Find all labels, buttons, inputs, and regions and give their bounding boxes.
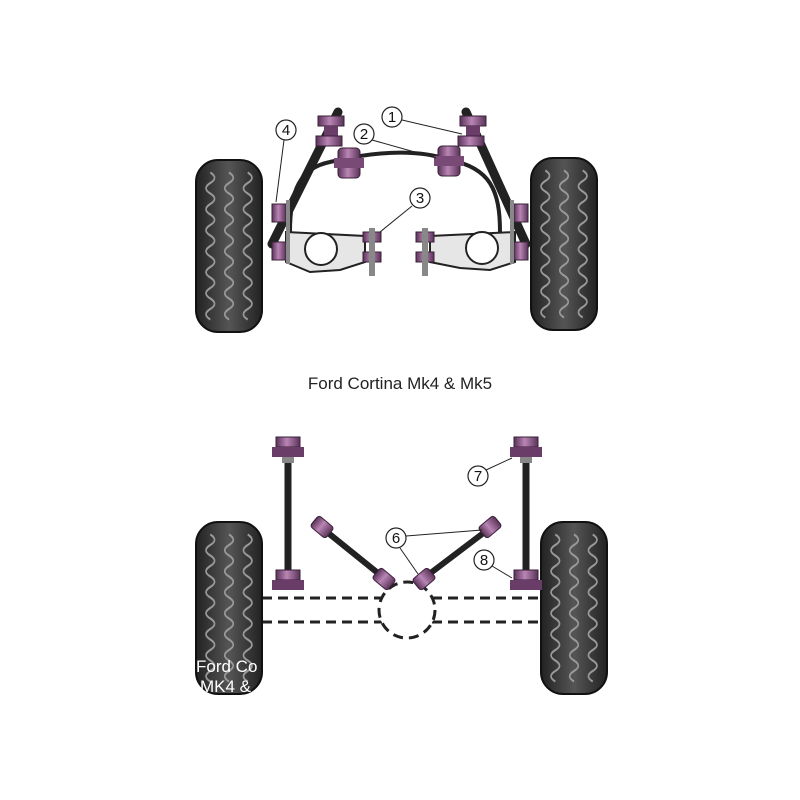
bush-4-left-strut-lower (271, 200, 290, 264)
bush-3-right-arm-inner (415, 228, 435, 276)
left-upper-link (320, 525, 386, 581)
bush-7-trailing-arm-front-right (510, 436, 542, 463)
watermark-line-1: Ford Co (196, 657, 257, 676)
left-lower-arm-eye (304, 232, 338, 266)
callout-3-label: 3 (416, 190, 424, 207)
callout-7-label: 7 (474, 468, 482, 485)
bush-6-upper-link-left-outer (310, 515, 334, 539)
right-upper-link (422, 525, 492, 581)
callout-6: 6 (385, 527, 483, 575)
bush-strut-top-left (315, 115, 345, 147)
callout-8-label: 8 (480, 552, 488, 569)
callout-3: 3 (379, 187, 431, 233)
callout-7: 7 (467, 457, 513, 487)
callout-8: 8 (473, 549, 513, 579)
bush-2-arb-right (434, 145, 464, 177)
rear-right-tyre (540, 521, 608, 695)
callout-4-label: 4 (282, 122, 290, 139)
watermark-line-2: MK4 & (200, 677, 252, 696)
bush-6-upper-link-right-inner (412, 567, 436, 591)
bush-trailing-arm-rear-left (272, 569, 304, 590)
callout-1-label: 1 (388, 109, 396, 126)
bush-right-strut-lower (510, 200, 529, 264)
callout-6-label: 6 (392, 530, 400, 547)
bush-6-upper-link-left-inner (372, 567, 396, 591)
bush-2-arb-left (334, 147, 364, 179)
bush-3-left-arm-inner (362, 228, 382, 276)
callout-2: 2 (353, 123, 437, 159)
front-left-tyre (195, 159, 263, 333)
front-right-tyre (530, 157, 598, 331)
rear-left-tyre (195, 521, 263, 695)
diagram-title: Ford Cortina Mk4 & Mk5 (307, 374, 493, 393)
bush-trailing-arm-front-left (272, 436, 304, 463)
rear-axle (262, 580, 544, 640)
right-lower-arm-eye (465, 231, 499, 265)
bush-8-trailing-arm-rear-right (510, 569, 542, 590)
callout-1: 1 (381, 106, 463, 135)
bush-1-right-strut-top (457, 115, 487, 147)
callout-2-label: 2 (360, 126, 368, 143)
bush-6-upper-link-right-outer (478, 515, 502, 539)
anti-roll-bar (288, 150, 502, 233)
callout-4: 4 (275, 119, 297, 203)
